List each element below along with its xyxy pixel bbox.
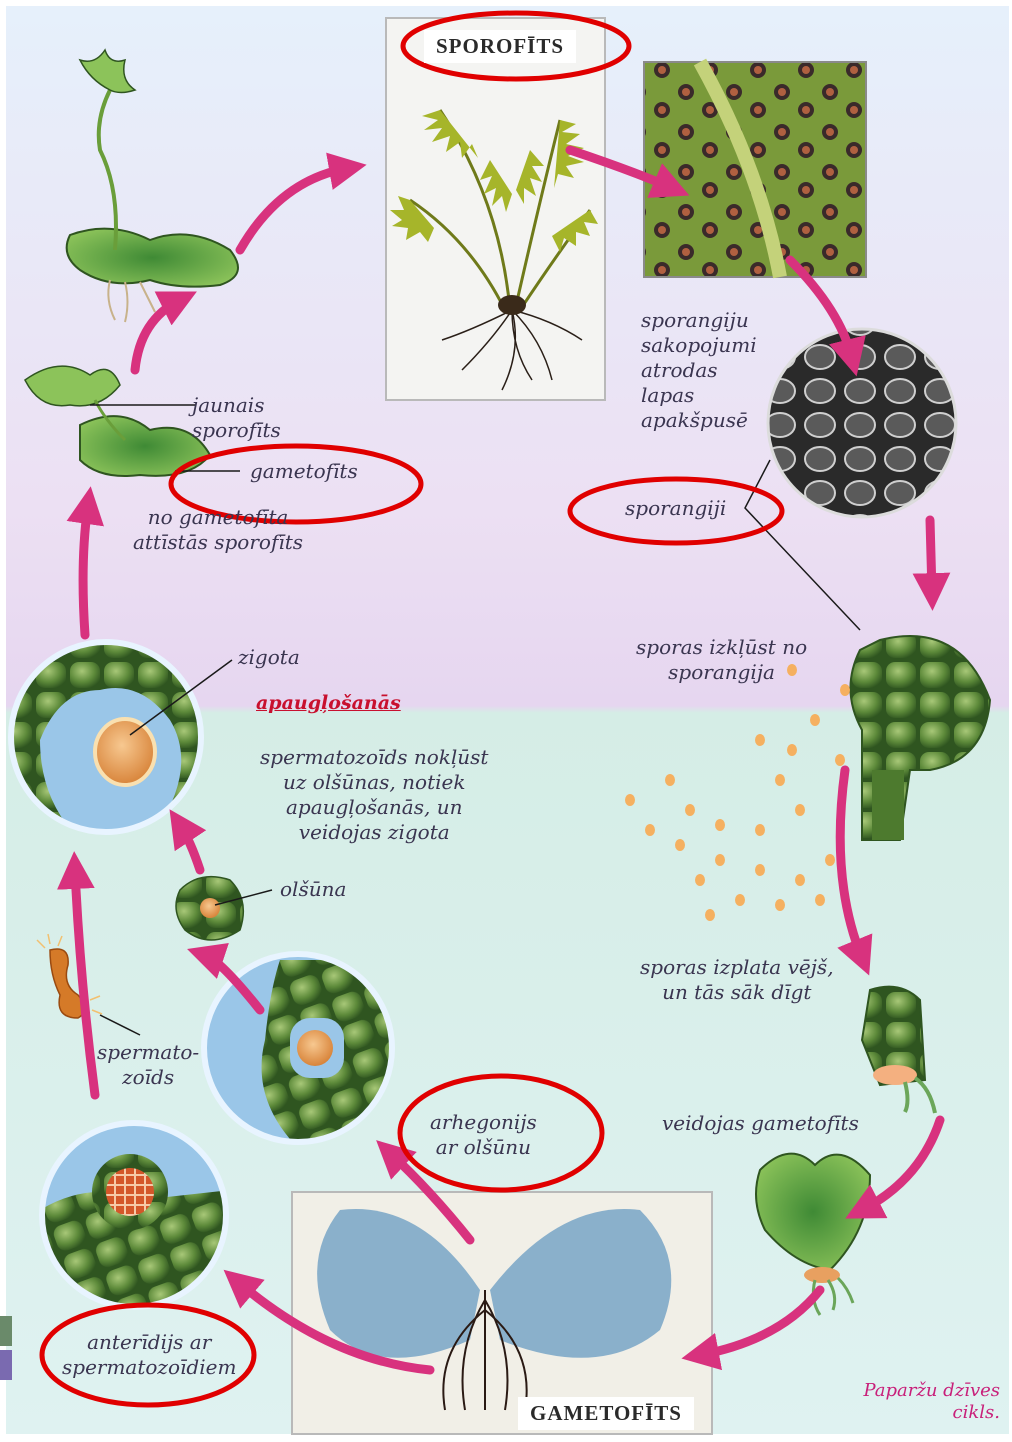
archegonium-label: arhegonijs ar olšūnu — [430, 1110, 537, 1160]
figure-caption: Paparžu dzīves cikls. — [840, 1380, 1000, 1424]
sporangia-clusters-label: sporangiju sakopojumi atrodas lapas apak… — [641, 308, 757, 433]
gametophyte-forms-label: veidojas gametofīts — [662, 1111, 859, 1136]
fertilization-heading: apaugļošanās — [256, 692, 401, 714]
sperm-label: spermato- zoīds — [97, 1040, 199, 1090]
wind-dispersal-label: sporas izplata vējš, un tās sāk dīgt — [640, 955, 834, 1005]
gametophyte-title: GAMETOFĪTS — [518, 1397, 694, 1430]
fertilization-description: spermatozoīds nokļūst uz olšūnas, notiek… — [260, 745, 488, 845]
spores-release-label: sporas izkļūst no sporangija — [636, 635, 807, 685]
antheridium-label: anterīdijs ar spermatozoīdiem — [62, 1330, 236, 1380]
zygote-label: zigota — [238, 645, 300, 670]
gametophyte-label: gametofīts — [250, 459, 358, 484]
sporophyte-title: SPOROFĪTS — [424, 30, 576, 63]
young-sporophyte-label: jaunais sporofīts — [192, 393, 281, 443]
development-label: no gametofīta attīstās sporofīts — [133, 505, 303, 555]
egg-cell-label: olšūna — [280, 877, 346, 902]
sporangia-label: sporangiji — [625, 496, 726, 521]
